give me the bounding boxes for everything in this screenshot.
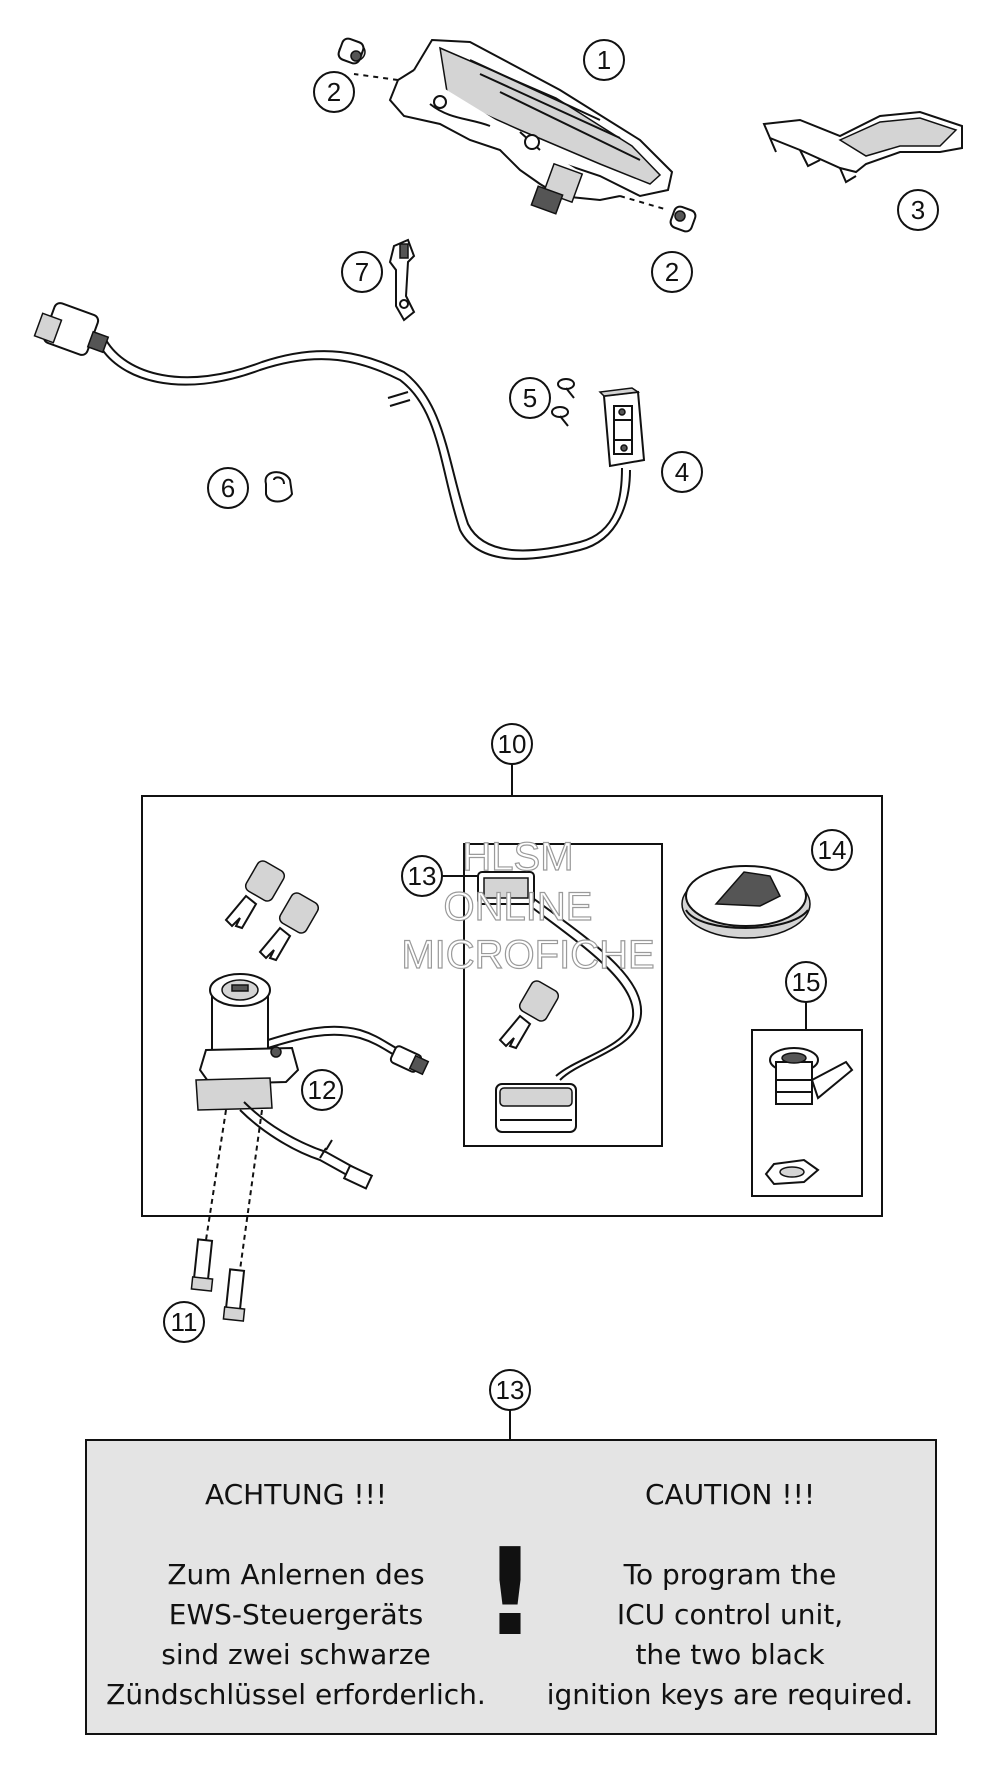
svg-text:2: 2 — [665, 257, 679, 287]
callout-13: 13 — [401, 855, 478, 897]
fuel-cap-part[interactable] — [681, 865, 811, 939]
svg-text:7: 7 — [355, 257, 369, 287]
svg-text:HLSM: HLSM — [462, 835, 573, 879]
watermark: HLSM ONLINE MICROFICHE — [401, 834, 656, 977]
key-part[interactable] — [224, 859, 286, 930]
lock-set-frame — [141, 795, 883, 1217]
svg-text:3: 3 — [911, 195, 925, 225]
callout-5: 5 — [509, 377, 551, 419]
callout-7: 7 — [341, 251, 383, 293]
note-left-title: ACHTUNG !!! — [205, 1478, 387, 1511]
note-left-line: sind zwei schwarze — [161, 1638, 431, 1671]
svg-text:15: 15 — [792, 967, 821, 997]
callout-3: 3 — [897, 189, 939, 231]
svg-text:13: 13 — [408, 861, 437, 891]
callout-10: 10 — [491, 723, 533, 796]
screw-part[interactable] — [551, 406, 569, 427]
note-right-line: ignition keys are required. — [547, 1678, 914, 1711]
instrument-cluster-part[interactable] — [353, 38, 674, 215]
note-right-title: CAUTION !!! — [645, 1478, 815, 1511]
callout-2: 2 — [313, 71, 355, 113]
antenna-cable[interactable] — [33, 301, 631, 560]
callout-13: 13 — [489, 1369, 531, 1440]
callout-14: 14 — [811, 829, 853, 871]
antenna-part[interactable] — [598, 387, 646, 468]
svg-text:14: 14 — [818, 835, 847, 865]
callout-1: 1 — [583, 39, 625, 81]
icu-control-unit-part[interactable] — [477, 871, 643, 1133]
note-right-line: To program the — [623, 1558, 837, 1591]
svg-text:1: 1 — [597, 45, 611, 75]
svg-text:13: 13 — [496, 1375, 525, 1405]
callout-15: 15 — [785, 961, 827, 1030]
warning-symbol: ! — [483, 1524, 538, 1663]
note-right-line: the two black — [635, 1638, 825, 1671]
svg-text:11: 11 — [171, 1307, 198, 1337]
svg-text:6: 6 — [221, 473, 235, 503]
grommet-part[interactable] — [337, 37, 366, 65]
ignition-lock-part[interactable] — [195, 973, 430, 1190]
svg-text:5: 5 — [523, 383, 537, 413]
callout-6: 6 — [207, 467, 249, 509]
icu-frame — [463, 843, 663, 1147]
note-left-line: Zündschlüssel erforderlich. — [106, 1678, 486, 1711]
svg-text:12: 12 — [308, 1075, 337, 1105]
cover-part[interactable] — [762, 110, 963, 184]
lock-cylinder-part[interactable] — [764, 1047, 854, 1186]
svg-text:4: 4 — [675, 457, 689, 487]
note-left-line: EWS-Steuergeräts — [169, 1598, 423, 1631]
callout-4: 4 — [661, 451, 703, 493]
svg-text:2: 2 — [327, 77, 341, 107]
bolt-part[interactable] — [190, 1109, 227, 1292]
svg-text:ONLINE: ONLINE — [444, 885, 593, 929]
key-part[interactable] — [258, 891, 320, 962]
svg-text:MICROFICHE: MICROFICHE — [401, 933, 654, 977]
bolt-part[interactable] — [222, 1109, 263, 1322]
callout-11: 11 — [163, 1301, 205, 1343]
note-right-line: ICU control unit, — [617, 1598, 843, 1631]
screw-part[interactable] — [557, 378, 575, 399]
key-part[interactable] — [498, 979, 560, 1050]
note-left-line: Zum Anlernen des — [167, 1558, 424, 1591]
grommet-part[interactable] — [669, 205, 697, 233]
bracket-part[interactable] — [388, 238, 416, 322]
callout-2: 2 — [651, 251, 693, 293]
clip-part[interactable] — [264, 471, 294, 503]
caution-note-box — [85, 1439, 937, 1735]
svg-text:10: 10 — [498, 729, 527, 759]
callout-12: 12 — [301, 1069, 343, 1111]
